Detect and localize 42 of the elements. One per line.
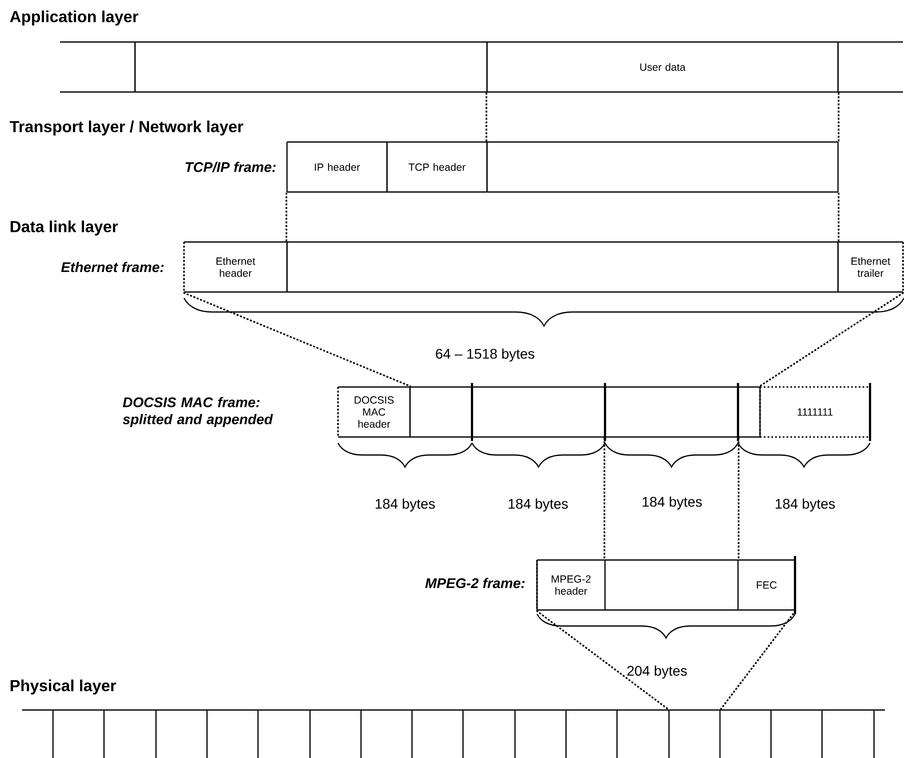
frame-field: User data xyxy=(486,41,839,93)
frame-field: FEC xyxy=(737,559,796,611)
size-label: 184 bytes xyxy=(776,498,835,512)
connector-line xyxy=(720,610,796,710)
frame-field xyxy=(837,41,904,93)
size-label: 184 bytes xyxy=(508,498,568,512)
connector-line xyxy=(758,292,904,388)
connector-line xyxy=(286,192,288,242)
frame-field: Ethernet trailer xyxy=(837,241,904,293)
layer-heading: Physical layer xyxy=(10,680,116,694)
frame-field xyxy=(134,41,488,93)
connector-line xyxy=(838,92,840,142)
frame-field: Ethernet header xyxy=(183,241,288,293)
connector-line xyxy=(738,438,740,560)
connector-line xyxy=(486,92,488,142)
frame-label: DOCSIS MAC frame: splitted and appended xyxy=(122,396,273,428)
size-label: 64 – 1518 bytes xyxy=(436,348,534,362)
connector-line xyxy=(183,292,411,388)
frame-field xyxy=(471,386,606,438)
frame-field xyxy=(737,386,761,438)
frame-field xyxy=(486,141,839,193)
connector-line xyxy=(604,438,606,560)
frame-field: MPEG-2 header xyxy=(536,559,606,611)
frame-field xyxy=(59,41,136,93)
frame-field: DOCSIS MAC header xyxy=(337,386,411,438)
frame-field xyxy=(604,386,739,438)
size-label: 184 bytes xyxy=(376,498,435,512)
frame-field xyxy=(409,386,473,438)
size-label: 204 bytes xyxy=(627,665,687,679)
size-label: 184 bytes xyxy=(642,496,702,510)
frame-field: TCP header xyxy=(386,141,488,193)
connector-line xyxy=(838,192,840,242)
frame-field xyxy=(668,709,721,758)
layer-heading: Transport layer / Network layer xyxy=(10,120,244,136)
frame-field: IP header xyxy=(286,141,388,193)
connector-line xyxy=(536,610,669,710)
frame-field xyxy=(604,559,739,611)
frame-label: Ethernet frame: xyxy=(61,262,164,272)
frame-field xyxy=(286,241,839,293)
layer-heading: Data link layer xyxy=(10,220,118,236)
layer-heading: Application layer xyxy=(10,10,138,26)
frame-field: 1111111 xyxy=(759,386,871,438)
